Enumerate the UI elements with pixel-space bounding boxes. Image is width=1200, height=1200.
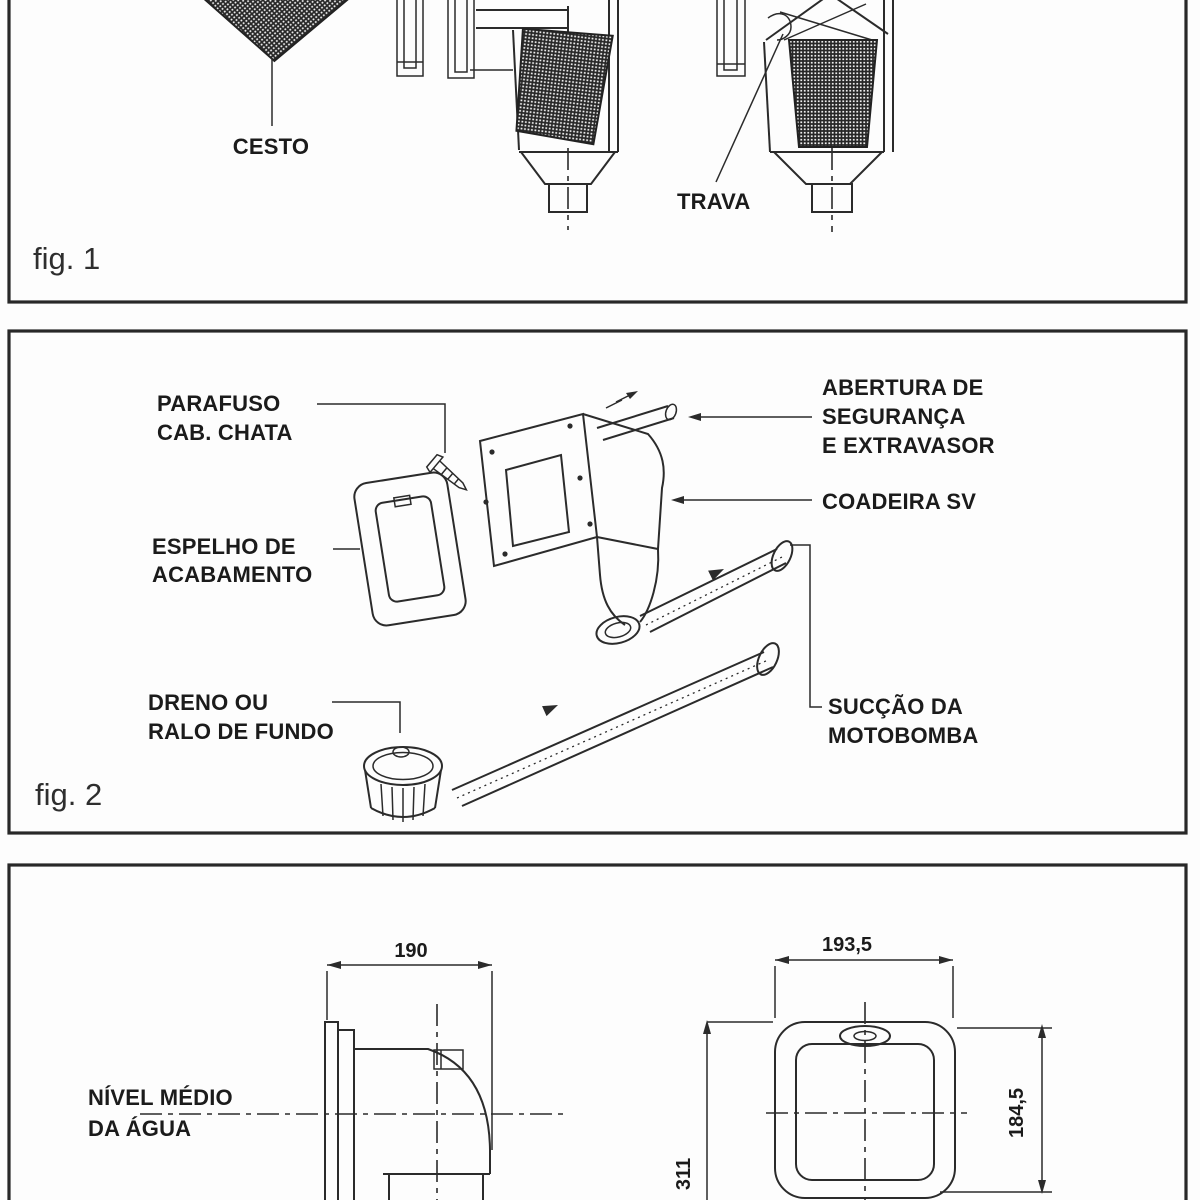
label-dreno-2: RALO DE FUNDO: [148, 719, 334, 744]
label-espelho-2: ACABAMENTO: [152, 562, 312, 587]
dreno-leader-line: [332, 701, 401, 733]
fig1-skimmer-open: [716, 0, 894, 232]
label-coadeira: COADEIRA SV: [822, 489, 976, 514]
fig2-espelho-frame: [353, 471, 467, 627]
caption-fig1: fig. 1: [33, 241, 100, 276]
trava-leader-line: [715, 33, 784, 183]
succao-bracket: [790, 544, 822, 708]
label-nivel-2: DA ÁGUA: [88, 1116, 191, 1141]
parafuso-leader-line: [317, 403, 446, 453]
fig3-front-view: 193,5 311 184,5: [673, 934, 1052, 1200]
label-espelho-1: ESPELHO DE: [152, 534, 296, 559]
label-dreno-1: DRENO OU: [148, 690, 268, 715]
label-parafuso-2: CAB. CHATA: [157, 420, 293, 445]
dim-184-5: 184,5: [1006, 1088, 1028, 1138]
fig1-basket-cesto: [191, 0, 374, 63]
label-trava: TRAVA: [677, 189, 751, 214]
label-abertura-3: E EXTRAVASOR: [822, 433, 995, 458]
label-cesto: CESTO: [233, 134, 309, 159]
label-succao-1: SUCÇÃO DA: [828, 694, 963, 719]
abertura-arrow: [688, 413, 701, 421]
trava-latch: [767, 12, 792, 41]
dim-190: 190: [394, 940, 427, 962]
label-nivel-1: NÍVEL MÉDIO: [88, 1085, 233, 1110]
dim-193-5: 193,5: [822, 934, 872, 956]
fig2-panel: PARAFUSO CAB. CHATA ESPELHO DE ACABAMENT…: [7, 329, 1188, 835]
dim-311: 311: [673, 1158, 695, 1190]
coadeira-arrow: [671, 496, 684, 504]
fig2-border: [7, 329, 1188, 835]
fig2-drain: [363, 746, 443, 822]
fig3-side-view: 190 NÍVEL MÉDIO DA ÁGUA: [88, 940, 566, 1200]
caption-fig2: fig. 2: [35, 777, 102, 812]
fig1-skimmer-closed: [396, 0, 619, 230]
fig1-border: [7, 0, 1188, 304]
fig2-skimmer-body: [478, 391, 678, 645]
fig1-panel: CESTO: [7, 0, 1188, 304]
fig3-border: [7, 863, 1188, 1200]
label-abertura-2: SEGURANÇA: [822, 404, 966, 429]
fig2-suction-pipes: [451, 540, 794, 807]
label-abertura-1: ABERTURA DE: [822, 375, 984, 400]
label-succao-2: MOTOBOMBA: [828, 723, 979, 748]
fig3-panel: 190 NÍVEL MÉDIO DA ÁGUA 193,5: [7, 863, 1188, 1200]
label-parafuso-1: PARAFUSO: [157, 391, 280, 416]
